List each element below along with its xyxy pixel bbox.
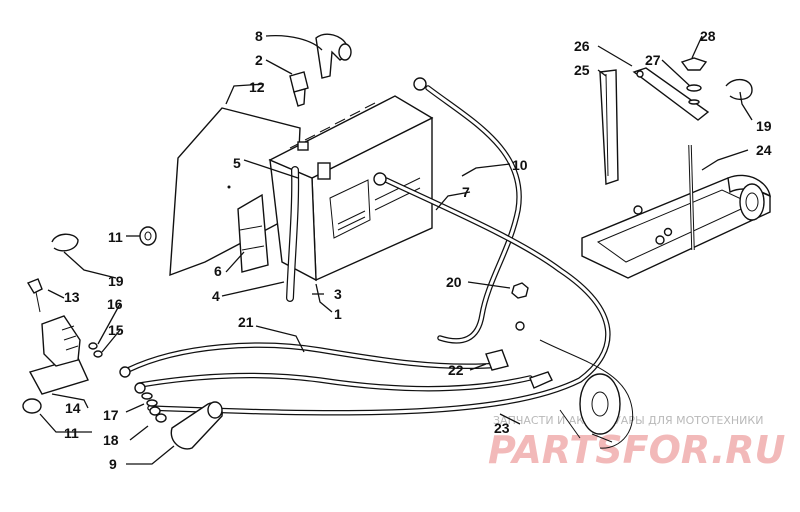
hold-down-rod — [599, 69, 619, 185]
callout-13: 13 — [64, 289, 80, 305]
callout-labels: 8 2 12 5 10 7 6 4 3 1 11 19 13 16 15 21 … — [64, 28, 772, 472]
callout-19-right: 19 — [756, 118, 772, 134]
negative-cable — [147, 172, 611, 416]
vent-tube — [286, 166, 300, 302]
washer — [686, 84, 702, 105]
battery-tray — [581, 174, 771, 279]
bolt — [26, 278, 43, 313]
nut-15 — [93, 350, 103, 358]
screw-23 — [591, 433, 613, 443]
callout-19-left: 19 — [108, 273, 124, 289]
callout-18: 18 — [103, 432, 119, 448]
battery-bracket — [237, 193, 269, 273]
starter-relay — [28, 315, 89, 395]
nut-20 — [511, 282, 529, 299]
nuts-18 — [149, 406, 167, 423]
callout-8: 8 — [255, 28, 263, 44]
washers-17 — [141, 392, 158, 407]
retaining-clip-left — [51, 233, 79, 252]
starter-motor — [515, 321, 634, 449]
callout-11-lower: 11 — [64, 425, 79, 441]
terminal-boot-lower — [170, 401, 223, 450]
hold-down-strap — [632, 67, 710, 121]
grommet-upper — [139, 226, 157, 246]
callout-27: 27 — [645, 52, 661, 68]
callout-2: 2 — [255, 52, 263, 68]
callout-24: 24 — [756, 142, 772, 158]
callout-10: 10 — [512, 157, 528, 173]
callout-4: 4 — [212, 288, 220, 304]
callout-25: 25 — [574, 62, 590, 78]
callout-7: 7 — [462, 184, 470, 200]
callout-9: 9 — [109, 456, 117, 472]
vent-fitting — [289, 71, 309, 107]
callout-17: 17 — [103, 407, 119, 423]
terminal-boot — [315, 33, 352, 79]
leader-lines — [39, 34, 753, 465]
grommet-lower — [22, 398, 42, 414]
callout-26: 26 — [574, 38, 590, 54]
watermark-subtitle: ЗАПЧАСТИ И АКСЕССУАРЫ ДЛЯ МОТОТЕХНИКИ — [493, 414, 763, 427]
watermark: ЗАПЧАСТИ И АКСЕССУАРЫ ДЛЯ МОТОТЕХНИКИ PA… — [488, 414, 786, 472]
watermark-logo: PARTSFOR.RU — [488, 428, 786, 472]
wire-harness — [119, 342, 533, 394]
wing-nut — [680, 57, 708, 71]
callout-21: 21 — [238, 314, 254, 330]
callout-6: 6 — [214, 263, 222, 279]
callout-1: 1 — [334, 306, 342, 322]
callout-3: 3 — [334, 286, 342, 302]
callout-5: 5 — [233, 155, 241, 171]
callout-28: 28 — [700, 28, 716, 44]
callout-15: 15 — [108, 322, 124, 338]
callout-14: 14 — [65, 400, 81, 416]
callout-12: 12 — [249, 79, 265, 95]
retaining-clip-right — [725, 79, 753, 101]
callout-11-upper: 11 — [108, 229, 123, 245]
terminal-boot-22 — [485, 349, 509, 371]
callout-23: 23 — [494, 420, 510, 436]
callout-20: 20 — [446, 274, 462, 290]
threaded-rod — [688, 144, 695, 251]
callout-16: 16 — [107, 296, 123, 312]
nut-16 — [88, 342, 98, 350]
callout-22: 22 — [448, 362, 464, 378]
